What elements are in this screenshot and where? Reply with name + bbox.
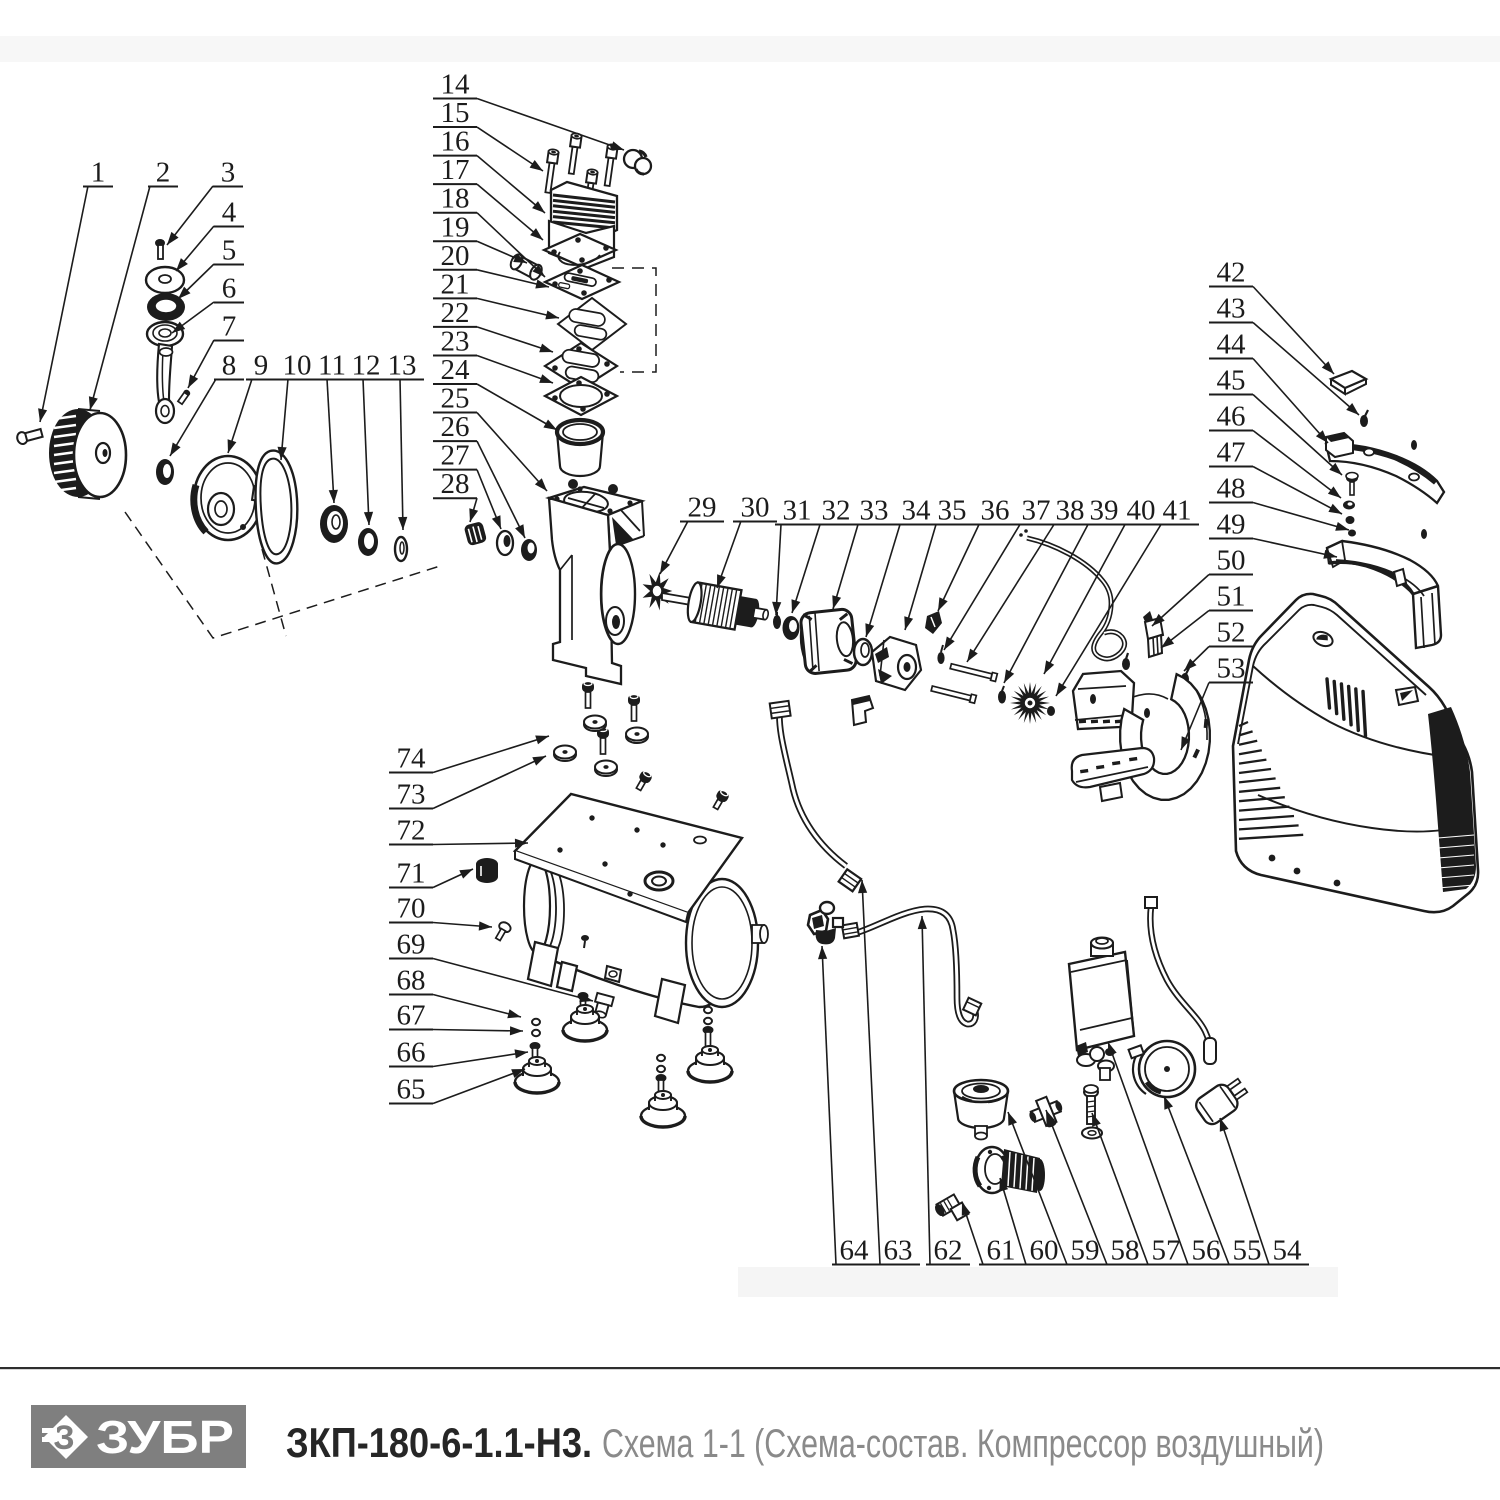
svg-text:49: 49	[1217, 509, 1246, 541]
svg-text:45: 45	[1217, 365, 1246, 397]
svg-text:19: 19	[441, 211, 470, 243]
svg-text:32: 32	[822, 495, 851, 527]
svg-text:4: 4	[222, 197, 237, 229]
svg-text:11: 11	[318, 350, 346, 382]
svg-text:7: 7	[222, 311, 237, 343]
svg-text:50: 50	[1217, 545, 1246, 577]
svg-text:54: 54	[1273, 1235, 1303, 1267]
svg-text:16: 16	[441, 126, 470, 158]
svg-text:41: 41	[1163, 495, 1192, 527]
svg-text:28: 28	[441, 468, 470, 500]
svg-text:73: 73	[397, 779, 426, 811]
svg-text:3: 3	[221, 157, 236, 189]
svg-text:17: 17	[441, 154, 470, 186]
svg-text:48: 48	[1217, 473, 1246, 505]
svg-text:21: 21	[441, 268, 470, 300]
svg-text:25: 25	[441, 383, 470, 415]
svg-text:12: 12	[352, 350, 381, 382]
svg-text:74: 74	[397, 743, 427, 775]
svg-text:6: 6	[222, 273, 237, 305]
svg-text:З: З	[53, 1419, 74, 1457]
svg-text:36: 36	[981, 495, 1010, 527]
svg-text:20: 20	[441, 240, 470, 272]
svg-text:60: 60	[1030, 1235, 1059, 1267]
svg-text:ЗКП-180-6-1.1-Н3.: ЗКП-180-6-1.1-Н3.	[286, 1419, 592, 1466]
svg-text:24: 24	[441, 354, 471, 386]
svg-text:31: 31	[783, 495, 812, 527]
svg-text:70: 70	[397, 893, 426, 925]
svg-text:29: 29	[688, 492, 717, 524]
svg-text:68: 68	[397, 965, 426, 997]
svg-text:67: 67	[397, 1000, 426, 1032]
svg-text:13: 13	[388, 350, 417, 382]
svg-text:ЗУБР: ЗУБР	[96, 1411, 234, 1463]
svg-text:22: 22	[441, 297, 470, 329]
svg-text:39: 39	[1090, 495, 1119, 527]
svg-text:33: 33	[860, 495, 889, 527]
svg-text:35: 35	[938, 495, 967, 527]
svg-text:27: 27	[441, 440, 470, 472]
svg-text:71: 71	[397, 858, 426, 890]
svg-text:30: 30	[741, 492, 770, 524]
svg-text:10: 10	[283, 350, 312, 382]
svg-text:9: 9	[254, 350, 269, 382]
svg-text:61: 61	[987, 1235, 1016, 1267]
svg-text:53: 53	[1217, 653, 1246, 685]
svg-text:46: 46	[1217, 401, 1246, 433]
svg-text:52: 52	[1217, 617, 1246, 649]
svg-text:40: 40	[1127, 495, 1156, 527]
svg-text:63: 63	[884, 1235, 913, 1267]
svg-text:43: 43	[1217, 293, 1246, 325]
svg-text:69: 69	[397, 929, 426, 961]
svg-text:65: 65	[397, 1074, 426, 1106]
svg-text:57: 57	[1152, 1235, 1181, 1267]
svg-text:5: 5	[222, 235, 237, 267]
svg-text:15: 15	[441, 97, 470, 129]
svg-text:62: 62	[934, 1235, 963, 1267]
svg-text:42: 42	[1217, 257, 1246, 289]
svg-text:55: 55	[1233, 1235, 1262, 1267]
svg-text:72: 72	[397, 815, 426, 847]
svg-text:23: 23	[441, 325, 470, 357]
svg-text:37: 37	[1022, 495, 1051, 527]
svg-text:47: 47	[1217, 437, 1246, 469]
svg-text:66: 66	[397, 1037, 426, 1069]
svg-text:56: 56	[1192, 1235, 1221, 1267]
svg-text:1: 1	[91, 157, 106, 189]
svg-text:34: 34	[902, 495, 932, 527]
svg-text:Схема 1-1 (Схема-состав. Компр: Схема 1-1 (Схема-состав. Компрессор возд…	[602, 1422, 1324, 1466]
svg-text:51: 51	[1217, 581, 1246, 613]
svg-text:2: 2	[156, 157, 171, 189]
svg-text:14: 14	[441, 69, 471, 101]
svg-text:44: 44	[1217, 329, 1247, 361]
svg-text:8: 8	[222, 350, 237, 382]
svg-text:64: 64	[840, 1235, 870, 1267]
svg-text:59: 59	[1071, 1235, 1100, 1267]
svg-text:38: 38	[1056, 495, 1085, 527]
svg-text:18: 18	[441, 183, 470, 215]
svg-text:26: 26	[441, 411, 470, 443]
svg-text:58: 58	[1111, 1235, 1140, 1267]
